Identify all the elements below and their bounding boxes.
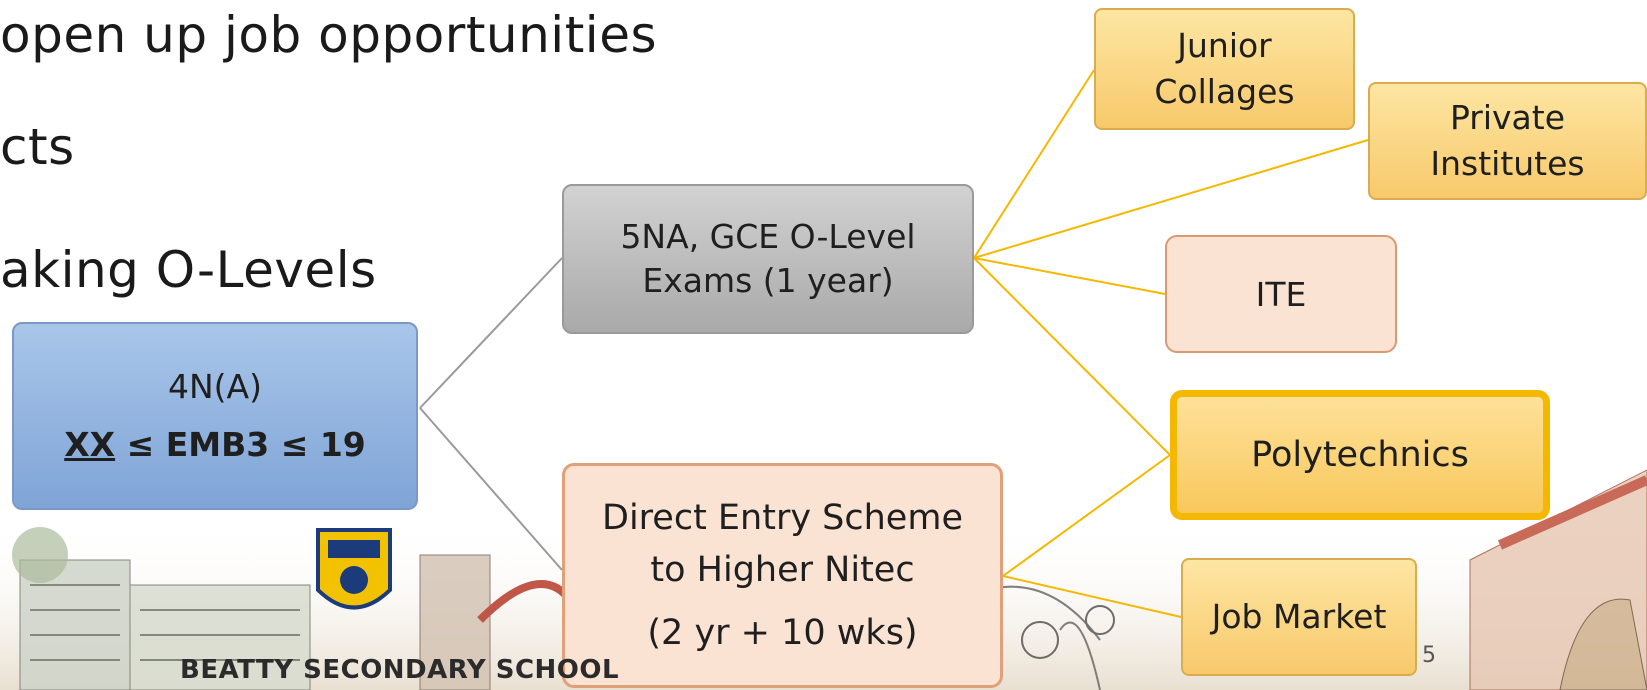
polytechnics-box: Polytechnics <box>1170 390 1550 520</box>
connector-olevel-to-ite <box>973 257 1166 295</box>
direct-entry-line1: Direct Entry Scheme <box>602 497 963 538</box>
ite-box: ITE <box>1165 235 1397 353</box>
ite-label: ITE <box>1255 274 1307 314</box>
job-market-box: Job Market <box>1181 558 1417 676</box>
junior-colleges-box: Junior Collages <box>1094 8 1355 130</box>
bullet-job-opportunities: open up job opportunities <box>0 6 658 64</box>
bullet-subjects-fragment: cts <box>0 118 75 176</box>
connector-start-to-olevel <box>419 257 563 409</box>
connector-direct-entry-to-job-market <box>1002 575 1182 618</box>
private-institutes-box: Private Institutes <box>1368 82 1647 200</box>
connector-olevel-to-polytechnics <box>973 257 1171 456</box>
private-institutes-line2: Institutes <box>1430 144 1585 183</box>
direct-entry-line2: to Higher Nitec <box>650 550 915 591</box>
page-number: 5 <box>1422 643 1436 668</box>
olevel-exam-line2: Exams (1 year) <box>642 261 894 300</box>
emb3-placeholder: XX <box>64 425 116 464</box>
emb3-range: ≤ EMB3 ≤ 19 <box>115 425 366 464</box>
olevel-exam-box: 5NA, GCE O-Level Exams (1 year) <box>562 184 974 334</box>
emb3-criteria: XX ≤ EMB3 ≤ 19 <box>64 416 366 474</box>
connector-lines <box>419 69 1369 618</box>
connector-direct-entry-to-polytechnics <box>1002 454 1171 577</box>
private-institutes-line1: Private <box>1449 97 1566 137</box>
building-sketch-right <box>959 469 1647 690</box>
school-crest <box>316 528 392 610</box>
start-stream-box: 4N(A) XX ≤ EMB3 ≤ 19 <box>12 322 418 510</box>
connector-olevel-to-private-institutes <box>973 139 1369 259</box>
connector-start-to-direct-entry <box>419 407 563 571</box>
junior-colleges-line1: Junior <box>1177 25 1272 65</box>
school-name: BEATTY SECONDARY SCHOOL <box>180 655 620 685</box>
connector-olevel-to-junior-colleges <box>973 69 1095 259</box>
job-market-label: Job Market <box>1211 596 1387 636</box>
start-stream-label: 4N(A) <box>167 367 262 407</box>
bullet-olevels-fragment: aking O-Levels <box>0 241 377 299</box>
junior-colleges-line2: Collages <box>1154 72 1295 111</box>
polytechnics-label: Polytechnics <box>1251 435 1469 475</box>
direct-entry-box: Direct Entry Scheme to Higher Nitec (2 y… <box>562 463 1003 688</box>
olevel-exam-line1: 5NA, GCE O-Level <box>620 217 916 257</box>
direct-entry-duration: (2 yr + 10 wks) <box>647 612 918 653</box>
